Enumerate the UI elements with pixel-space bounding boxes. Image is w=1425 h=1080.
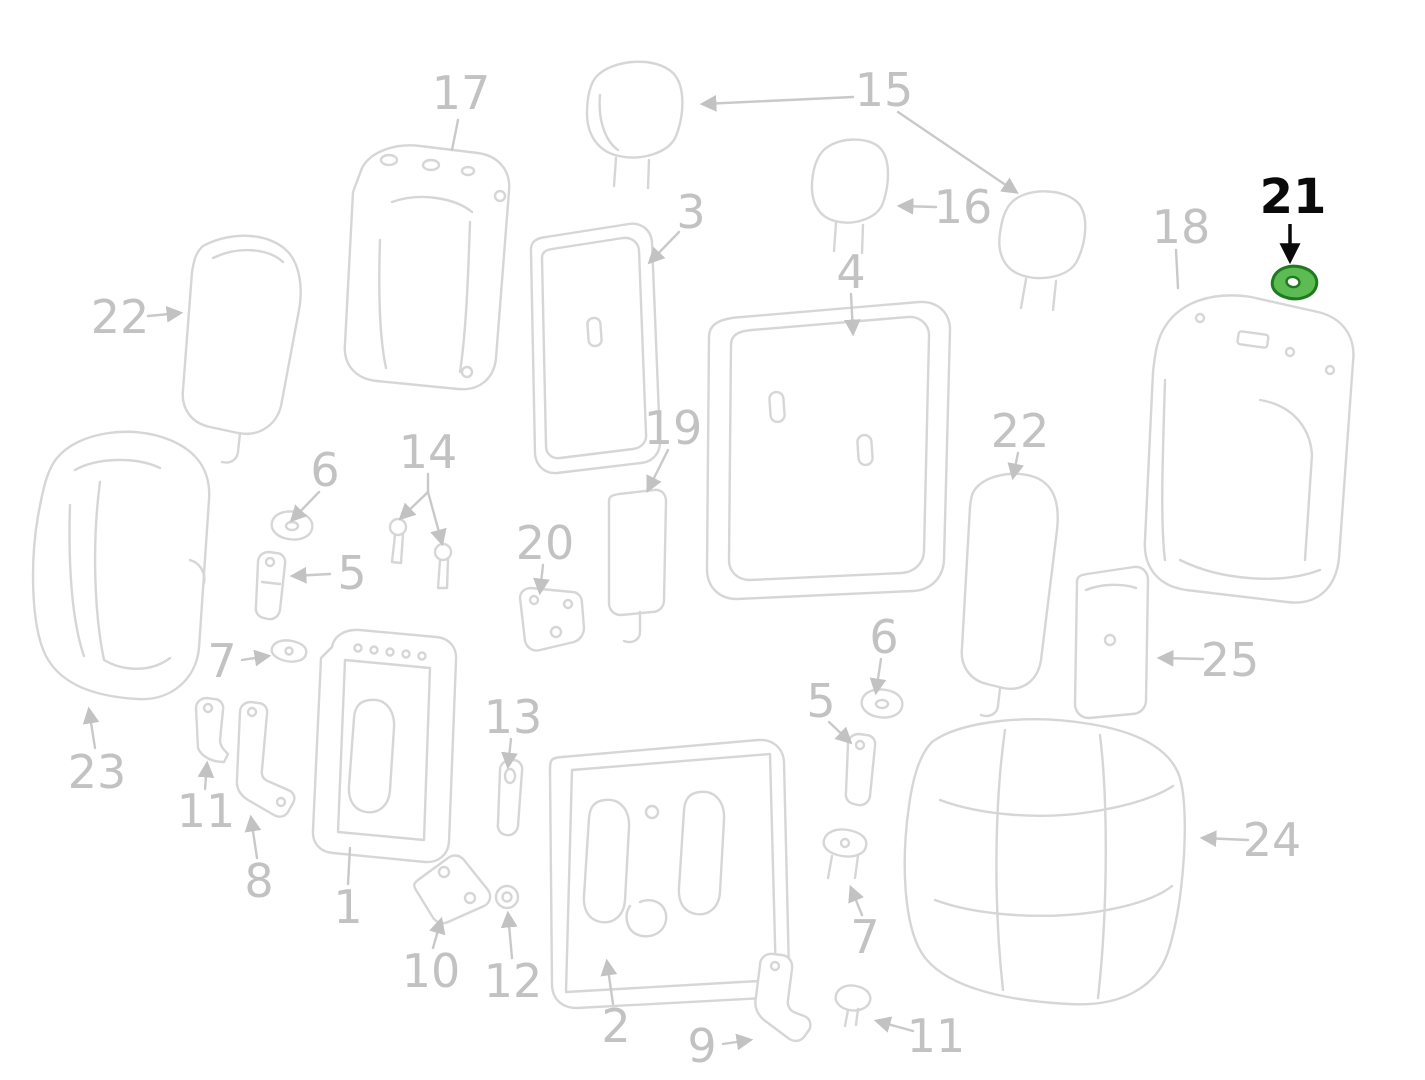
bracket-11-right <box>834 984 872 1028</box>
headrest-15-right <box>998 190 1087 312</box>
seat-cushion-24 <box>903 718 1186 1006</box>
part-label-1: 1 <box>333 880 363 934</box>
part-label-16: 16 <box>933 180 993 234</box>
part-label-11-right: 11 <box>906 1009 966 1063</box>
part-label-18: 18 <box>1151 200 1211 254</box>
seat-back-panel-22-right <box>960 472 1059 718</box>
seat-back-frame-17 <box>343 144 511 391</box>
bracket-8 <box>235 700 296 818</box>
bolts-14 <box>388 517 453 590</box>
clip-7-left <box>270 639 308 663</box>
part-label-7-left: 7 <box>207 634 237 688</box>
hinge-bracket-10 <box>413 854 492 925</box>
seat-frame-1 <box>311 628 458 864</box>
part-label-19: 19 <box>643 401 703 455</box>
clip-6-left <box>270 510 314 541</box>
part-label-10: 10 <box>401 944 461 998</box>
headrest-15-left <box>585 60 684 190</box>
part-label-9: 9 <box>687 1019 717 1073</box>
headrest-16 <box>810 138 890 255</box>
trim-panel-19 <box>607 488 668 644</box>
part-label-23: 23 <box>67 745 127 799</box>
part-label-15: 15 <box>854 63 914 117</box>
bracket-20 <box>518 586 586 652</box>
part-label-6-right: 6 <box>869 610 899 664</box>
hinge-bracket-9 <box>754 952 812 1043</box>
bracket-5-left <box>254 550 287 621</box>
trim-panel-25 <box>1073 565 1150 720</box>
part-label-25: 25 <box>1200 633 1260 687</box>
seat-back-board-3 <box>529 222 662 475</box>
grommet-12 <box>494 884 520 910</box>
part-label-4: 4 <box>836 245 866 299</box>
clip-7-right <box>822 828 868 880</box>
part-label-22-right: 22 <box>990 404 1050 458</box>
part-label-2: 2 <box>601 999 631 1053</box>
part-label-14: 14 <box>398 425 458 479</box>
part-label-11-left: 11 <box>176 784 236 838</box>
part-label-7-right: 7 <box>850 910 880 964</box>
part-label-8: 8 <box>244 854 274 908</box>
part-label-24: 24 <box>1242 813 1302 867</box>
part-label-22-left: 22 <box>90 290 150 344</box>
bracket-11-left <box>194 696 230 764</box>
part-label-13: 13 <box>483 690 543 744</box>
bracket-5-right <box>844 732 877 807</box>
part-label-3: 3 <box>676 185 706 239</box>
striker-cover-13 <box>496 758 524 837</box>
clip-6-right <box>860 688 904 719</box>
seat-back-panel-22-left <box>181 234 302 464</box>
part-label-6-left: 6 <box>310 443 340 497</box>
seat-back-cushion-23 <box>31 430 211 701</box>
seat-back-18 <box>1143 294 1355 604</box>
part-label-20: 20 <box>515 516 575 570</box>
seat-back-board-4 <box>705 300 952 601</box>
seat-frame-2 <box>548 738 791 1010</box>
leader-lines <box>82 94 1250 1051</box>
part-label-12: 12 <box>483 954 543 1008</box>
part-label-21-highlighted[interactable]: 21 <box>1259 169 1327 225</box>
part-label-5-left: 5 <box>337 546 367 600</box>
highlighted-part-21-grommet[interactable] <box>1270 264 1319 301</box>
part-label-5-right: 5 <box>806 674 836 728</box>
part-label-17: 17 <box>431 66 491 120</box>
